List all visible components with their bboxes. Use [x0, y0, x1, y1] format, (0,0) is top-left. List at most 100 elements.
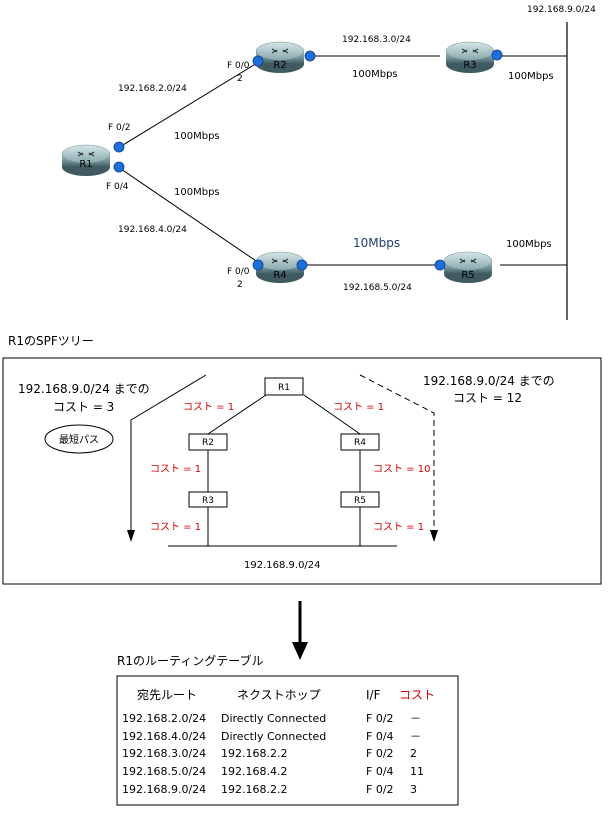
spf-node-r5-label: R5	[354, 496, 366, 506]
row-cost: 3	[410, 783, 417, 796]
row-dest: 192.168.9.0/24	[122, 783, 206, 796]
table-row: 192.168.5.0/24 192.168.4.2 F 0/4 11	[122, 765, 424, 778]
bw-r1-r2: 100Mbps	[174, 131, 220, 142]
row-next: Directly Connected	[221, 712, 326, 725]
port-r2-east[interactable]	[304, 50, 316, 62]
router-r2-label: R2	[273, 60, 286, 71]
bw-r5: 100Mbps	[506, 239, 552, 250]
net-label-2: 192.168.2.0/24	[118, 84, 187, 94]
row-cost: －	[410, 730, 421, 743]
spf-node-r3-label: R3	[202, 496, 214, 506]
col-header-cost: コスト	[399, 688, 435, 702]
best-path-arrow	[130, 374, 207, 534]
net-label-9: 192.168.9.0/24	[527, 5, 596, 15]
table-row: 192.168.4.0/24 Directly Connected F 0/4 …	[122, 730, 421, 743]
spf-node-r4-label: R4	[354, 438, 366, 448]
port-r3-east[interactable]	[491, 49, 503, 61]
router-r5[interactable]: R5	[443, 251, 493, 283]
cost-r1-r4: コスト = 1	[333, 402, 384, 413]
row-next: 192.168.4.2	[221, 765, 287, 778]
if-r2: F 0/0	[227, 61, 250, 71]
bw-r3: 100Mbps	[508, 71, 554, 82]
router-r4[interactable]: R4	[255, 251, 305, 283]
spf-left-dest: 192.168.9.0/24 までの	[18, 382, 150, 396]
port-r2-f00[interactable]	[252, 55, 264, 67]
table-row: 192.168.3.0/24 192.168.2.2 F 0/2 2	[122, 747, 417, 760]
router-r3[interactable]: R3	[445, 41, 495, 73]
col-header-dest: 宛先ルート	[137, 687, 197, 702]
table-row: 192.168.9.0/24 192.168.2.2 F 0/2 3	[122, 783, 417, 796]
col-header-next: ネクストホップ	[237, 688, 321, 702]
port-r1-f04[interactable]	[113, 161, 125, 173]
best-path-arrowhead	[127, 530, 135, 542]
best-path-bubble	[44, 424, 114, 454]
bw-r1-r4: 100Mbps	[174, 187, 220, 198]
cost-r4-r5: コスト = 10	[373, 464, 430, 475]
spf-right-dest: 192.168.9.0/24 までの	[423, 374, 555, 388]
spf-net-label: 192.168.9.0/24	[244, 560, 321, 571]
spf-right-cost: コスト = 12	[453, 391, 522, 405]
bw-r2-r3: 100Mbps	[352, 69, 398, 80]
net-label-5: 192.168.5.0/24	[343, 283, 412, 293]
spf-node-r1[interactable]: R1	[264, 377, 304, 396]
port-r1-f02[interactable]	[113, 141, 125, 153]
tree-r1-r4	[303, 394, 361, 435]
tree-r1-r2	[207, 394, 267, 435]
spf-node-r2-label: R2	[202, 438, 214, 448]
router-r5-label: R5	[461, 270, 474, 281]
cost-r1-r2: コスト = 1	[183, 402, 234, 413]
port-r4-f00[interactable]	[252, 259, 264, 271]
alt-path-arrow	[359, 374, 435, 534]
alt-path-arrowhead	[430, 530, 438, 542]
down-arrow-head	[292, 642, 308, 660]
row-dest: 192.168.2.0/24	[122, 712, 206, 725]
cost-r3-net: コスト = 1	[150, 522, 201, 533]
link-r1-r4	[117, 166, 263, 266]
row-next: Directly Connected	[221, 730, 326, 743]
row-if: F 0/4	[366, 730, 394, 743]
col-header-if: I/F	[366, 688, 381, 702]
if-r2-num: 2	[237, 74, 243, 84]
if-r4-num: 2	[237, 280, 243, 290]
if-r4: F 0/0	[227, 267, 250, 277]
router-r3-label: R3	[463, 60, 476, 71]
router-r4-label: R4	[273, 270, 286, 281]
routing-table-box	[116, 675, 459, 806]
row-cost: －	[410, 712, 421, 725]
row-dest: 192.168.3.0/24	[122, 747, 206, 760]
row-dest: 192.168.5.0/24	[122, 765, 206, 778]
row-cost: 11	[410, 765, 424, 778]
routing-header-row: 宛先ルート ネクストホップ I/F コスト	[137, 687, 435, 702]
row-if: F 0/2	[366, 747, 394, 760]
if-r1-bottom: F 0/4	[106, 182, 129, 192]
spf-title: R1のSPFツリー	[8, 334, 94, 348]
router-r2[interactable]: R2	[255, 41, 305, 73]
cost-r2-r3: コスト = 1	[150, 464, 201, 475]
routing-title: R1のルーティングテーブル	[117, 653, 264, 668]
port-r4-east[interactable]	[296, 259, 308, 271]
router-r1-label: R1	[79, 159, 92, 170]
row-cost: 2	[410, 747, 417, 760]
spf-node-r3[interactable]: R3	[188, 491, 228, 508]
spf-node-r1-label: R1	[278, 383, 290, 393]
spf-node-r2[interactable]: R2	[188, 433, 228, 451]
cost-r5-net: コスト = 1	[373, 522, 424, 533]
row-dest: 192.168.4.0/24	[122, 730, 206, 743]
spf-node-r4[interactable]: R4	[340, 433, 380, 451]
bw-r4-r5: 10Mbps	[353, 236, 400, 250]
net-label-3: 192.168.3.0/24	[342, 35, 411, 45]
row-next: 192.168.2.2	[221, 747, 287, 760]
router-r1[interactable]: R1	[61, 144, 111, 176]
spf-left-cost: コスト = 3	[53, 400, 114, 414]
row-if: F 0/2	[366, 712, 394, 725]
row-if: F 0/2	[366, 783, 394, 796]
net-label-4: 192.168.4.0/24	[118, 225, 187, 235]
if-r1-top: F 0/2	[108, 123, 131, 133]
link-r1-r2	[117, 59, 263, 149]
row-if: F 0/4	[366, 765, 394, 778]
table-row: 192.168.2.0/24 Directly Connected F 0/2 …	[122, 712, 421, 725]
spf-node-r5[interactable]: R5	[340, 491, 380, 508]
best-path-label: 最短パス	[59, 433, 99, 446]
port-r5-west[interactable]	[434, 259, 446, 271]
